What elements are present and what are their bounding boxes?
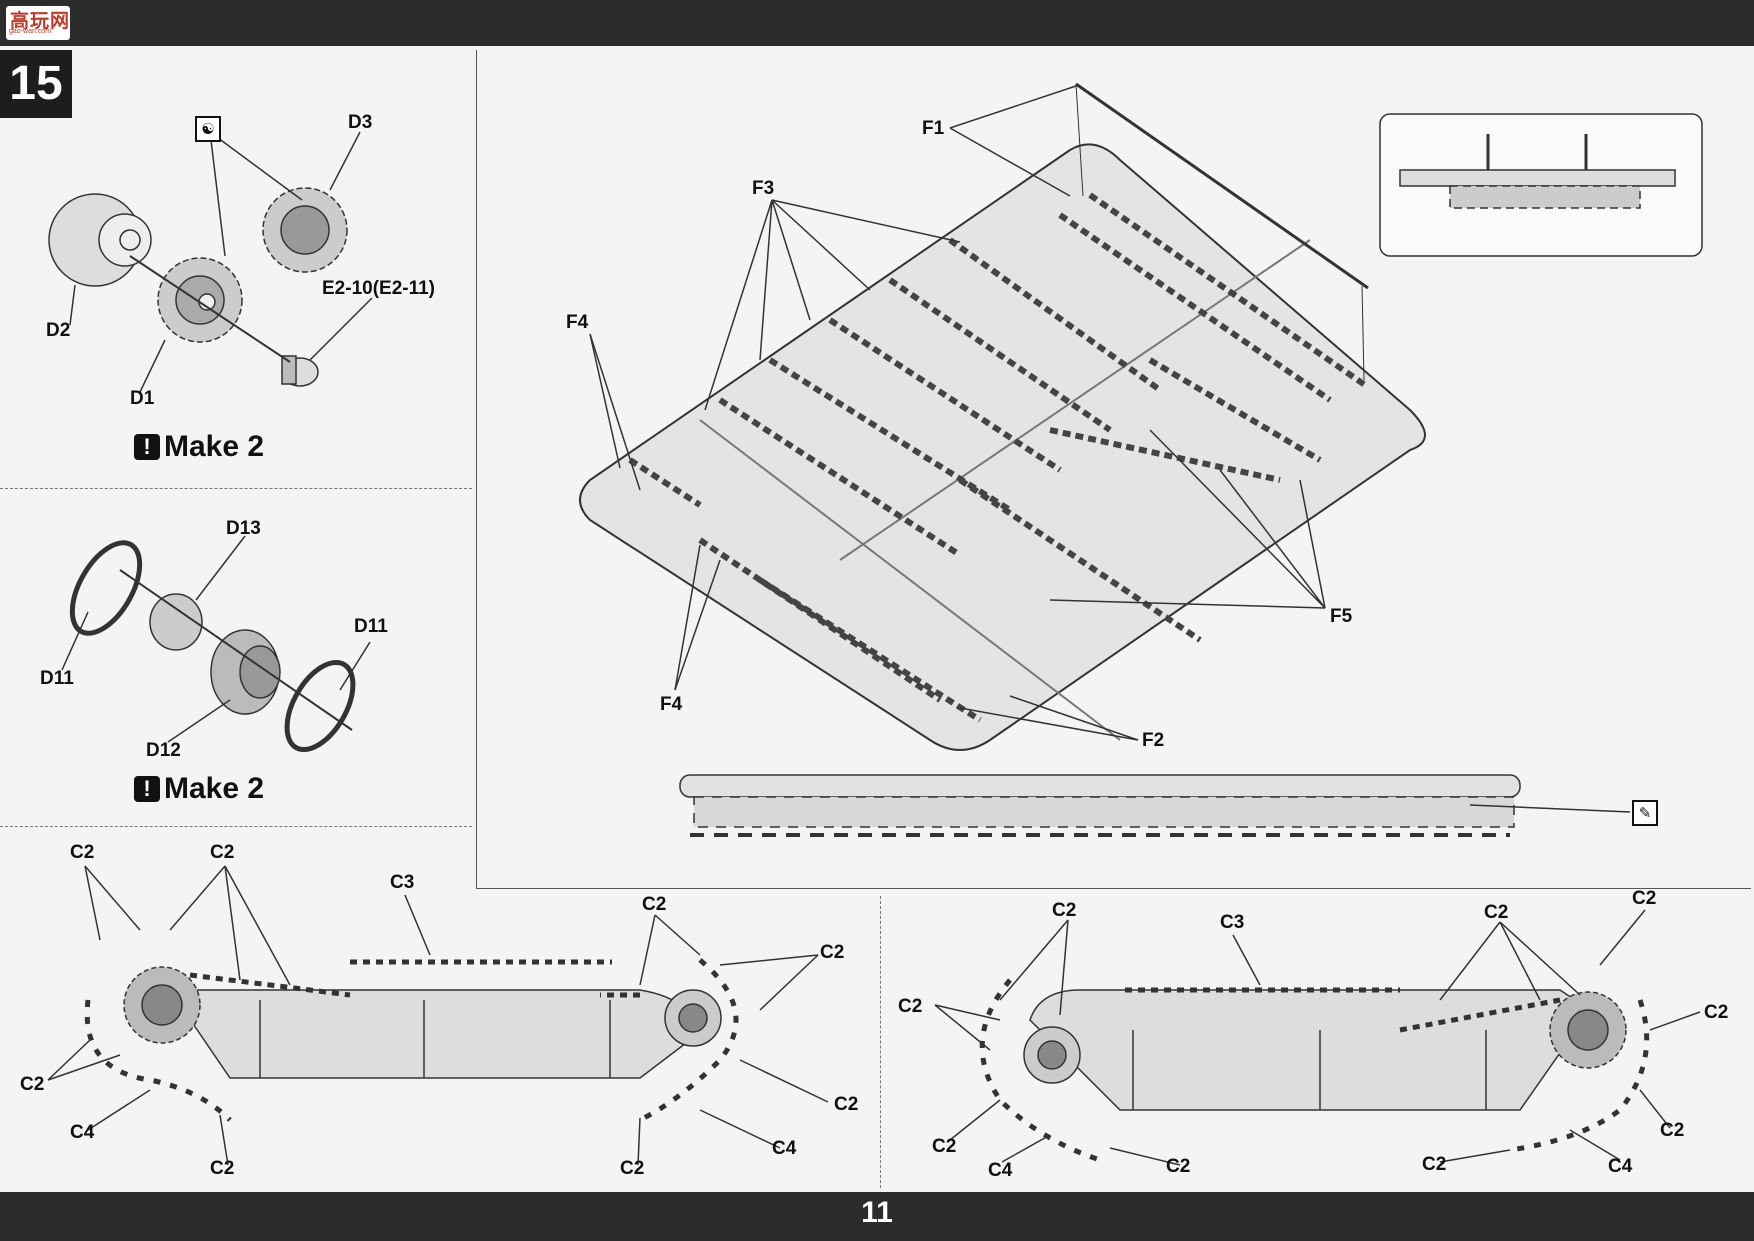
- label-c4: C4: [988, 1160, 1013, 1181]
- make-2-b-text: Make 2: [164, 772, 265, 805]
- logo-text: 高玩网: [10, 11, 71, 32]
- left-track-assembly: [84, 958, 739, 1123]
- site-logo: 高玩网 gao-wan.com: [6, 6, 70, 40]
- hub-d13: [149, 593, 203, 651]
- sprocket-d2: [48, 193, 152, 287]
- divider-b: [0, 826, 472, 827]
- divider-a: [0, 488, 472, 489]
- warning-icon: !: [134, 434, 160, 460]
- track-link-rows: [628, 192, 1367, 723]
- label-c2: C2: [1704, 1002, 1729, 1023]
- label-c2: C2: [1166, 1156, 1191, 1177]
- inset-track-link: [1399, 134, 1676, 209]
- make-2-b: !Make 2: [134, 772, 264, 806]
- label-c2: C2: [642, 894, 667, 915]
- label-f4-top: F4: [566, 312, 589, 333]
- label-f2: F2: [1142, 730, 1165, 751]
- f1-strip: [1075, 82, 1369, 290]
- divider-tracks: [880, 896, 881, 1188]
- label-c2: C2: [1484, 902, 1509, 923]
- label-c2: C2: [834, 1094, 859, 1115]
- label-d2: D2: [46, 320, 71, 341]
- label-c3: C3: [390, 872, 415, 893]
- label-c2: C2: [932, 1136, 957, 1157]
- label-c4: C4: [772, 1138, 797, 1159]
- step-number: 15: [0, 50, 72, 118]
- bottom-bar: [0, 1192, 1754, 1241]
- sprocket-d3: [262, 187, 348, 273]
- label-c2: C2: [1052, 900, 1077, 921]
- label-c2: C2: [70, 842, 95, 863]
- label-e2-10: E2-10(E2-11): [322, 278, 436, 299]
- sprocket-d1: [157, 257, 243, 343]
- logo-subtext: gao-wan.com: [9, 28, 52, 35]
- label-c2: C2: [210, 842, 235, 863]
- hub-cap: [281, 355, 319, 387]
- page-number: 11: [861, 1196, 893, 1229]
- ring-d11-left: [69, 540, 143, 636]
- label-c2: C2: [1422, 1154, 1447, 1175]
- label-f4-bottom: F4: [660, 694, 683, 715]
- label-d12: D12: [146, 740, 181, 761]
- label-c2: C2: [620, 1158, 645, 1179]
- label-c4: C4: [70, 1122, 95, 1143]
- label-f3: F3: [752, 178, 775, 199]
- make-2-a: !Make 2: [134, 430, 264, 464]
- label-c4: C4: [1608, 1156, 1633, 1177]
- top-bar: [0, 0, 1754, 46]
- label-d13: D13: [226, 518, 261, 539]
- label-c3: C3: [1220, 912, 1245, 933]
- label-c2: C2: [820, 942, 845, 963]
- track-strip: [679, 774, 1521, 837]
- right-track-assembly: [979, 978, 1650, 1163]
- warning-icon: !: [134, 776, 160, 802]
- label-c2: C2: [1632, 888, 1657, 909]
- sprue-frame: [476, 50, 1751, 889]
- label-d1: D1: [130, 388, 155, 409]
- label-d11-right: D11: [354, 616, 388, 637]
- label-c2: C2: [898, 996, 923, 1017]
- label-d3: D3: [348, 112, 373, 133]
- label-f1: F1: [922, 118, 945, 139]
- make-2-a-text: Make 2: [164, 430, 265, 463]
- symmetry-icon: ☯: [195, 116, 221, 142]
- label-f5: F5: [1330, 606, 1353, 627]
- label-c2: C2: [20, 1074, 45, 1095]
- ring-d11-right: [284, 659, 356, 753]
- label-d11-left: D11: [40, 668, 74, 689]
- label-c2: C2: [1660, 1120, 1685, 1141]
- cement-icon: ✎: [1632, 800, 1658, 826]
- label-c2: C2: [210, 1158, 235, 1179]
